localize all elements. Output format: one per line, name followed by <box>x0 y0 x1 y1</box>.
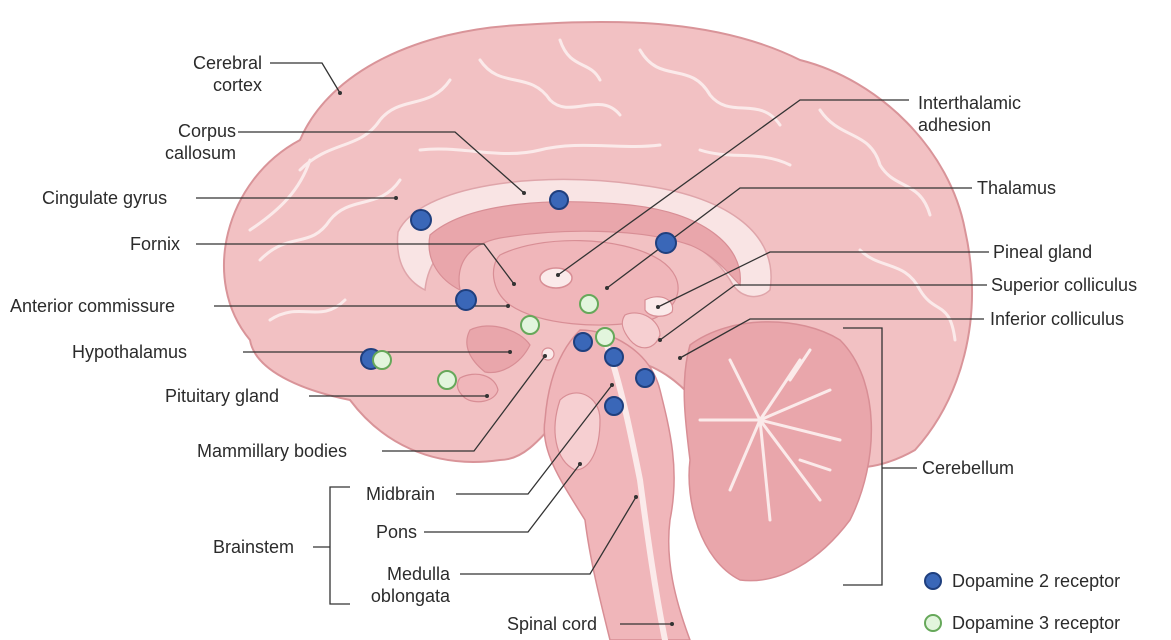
label-pons: Pons <box>376 521 417 543</box>
label-thalamus: Thalamus <box>977 177 1056 199</box>
leader-cerebral-cortex <box>270 63 340 93</box>
label-cerebral-cortex: Cerebral cortex <box>150 52 262 96</box>
label-pituitary-gland: Pituitary gland <box>165 385 279 407</box>
label-anterior-commissure: Anterior commissure <box>10 295 175 317</box>
label-line: Cerebral <box>150 52 262 74</box>
interthalamic-adhesion-shape <box>540 268 572 288</box>
label-midbrain: Midbrain <box>366 483 435 505</box>
d2-receptor-marker <box>656 233 676 253</box>
d3-legend-swatch <box>924 614 942 632</box>
label-line: Interthalamic <box>918 92 1021 114</box>
label-pineal-gland: Pineal gland <box>993 241 1092 263</box>
d2-receptor-marker <box>411 210 431 230</box>
d3-receptor-marker <box>521 316 539 334</box>
label-fornix: Fornix <box>130 233 180 255</box>
d3-receptor-marker <box>596 328 614 346</box>
label-cingulate-gyrus: Cingulate gyrus <box>42 187 167 209</box>
label-medulla-oblongata: Medulla oblongata <box>336 563 450 607</box>
label-line: callosum <box>120 142 236 164</box>
d3-receptor-marker <box>438 371 456 389</box>
label-line: Medulla <box>336 563 450 585</box>
label-line: adhesion <box>918 114 1021 136</box>
d2-receptor-marker <box>550 191 568 209</box>
d2-receptor-marker <box>636 369 654 387</box>
legend-d2-label: Dopamine 2 receptor <box>952 570 1120 592</box>
legend-d3-label: Dopamine 3 receptor <box>952 612 1120 634</box>
label-spinal-cord: Spinal cord <box>507 613 597 635</box>
label-line: Corpus <box>120 120 236 142</box>
legend-d2: Dopamine 2 receptor <box>924 570 1120 592</box>
label-line: cortex <box>150 74 262 96</box>
label-corpus-callosum: Corpus callosum <box>120 120 236 164</box>
d3-receptor-marker <box>580 295 598 313</box>
label-cerebellum: Cerebellum <box>922 457 1014 479</box>
label-superior-colliculus: Superior colliculus <box>991 274 1137 296</box>
label-mammillary-bodies: Mammillary bodies <box>197 440 347 462</box>
label-hypothalamus: Hypothalamus <box>72 341 187 363</box>
label-inferior-colliculus: Inferior colliculus <box>990 308 1124 330</box>
d2-receptor-marker <box>574 333 592 351</box>
label-interthalamic-adhesion: Interthalamic adhesion <box>918 92 1021 136</box>
d2-receptor-marker <box>605 397 623 415</box>
label-brainstem: Brainstem <box>213 536 294 558</box>
label-line: oblongata <box>336 585 450 607</box>
legend-d3: Dopamine 3 receptor <box>924 612 1120 634</box>
d2-legend-swatch <box>924 572 942 590</box>
d3-receptor-marker <box>373 351 391 369</box>
d2-receptor-marker <box>456 290 476 310</box>
cerebellum-shape <box>684 322 871 581</box>
leader-pons <box>424 464 580 532</box>
d2-receptor-marker <box>605 348 623 366</box>
